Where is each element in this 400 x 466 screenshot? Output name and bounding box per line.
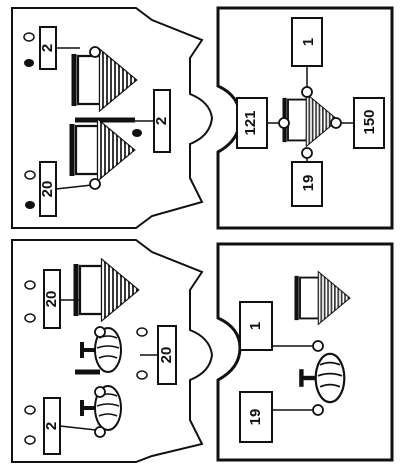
panel-bottom-left xyxy=(12,240,212,462)
counter-label: 20 xyxy=(40,169,56,209)
counter-label: 20 xyxy=(44,279,60,319)
node-icon xyxy=(95,427,105,437)
node-icon xyxy=(313,405,323,415)
counter-label: 19 xyxy=(301,163,317,203)
counter-label: 150 xyxy=(362,102,378,142)
counter-label: 1 xyxy=(248,306,264,346)
counter-label: 2 xyxy=(154,101,170,141)
node-icon xyxy=(279,118,289,128)
node-icon xyxy=(302,148,312,158)
node-icon xyxy=(313,341,323,351)
counter-label: 19 xyxy=(248,397,264,437)
counter-label: 121 xyxy=(243,103,259,143)
lamp-filled-icon xyxy=(25,201,35,209)
node-icon xyxy=(95,327,105,337)
node-icon xyxy=(90,179,100,189)
node-icon xyxy=(302,87,312,97)
node-icon xyxy=(95,387,105,397)
lamp-filled-icon xyxy=(132,129,142,137)
lamp-filled-icon xyxy=(24,59,34,67)
node-icon xyxy=(331,118,341,128)
panel-bottom-right xyxy=(218,244,392,460)
counter-label: 2 xyxy=(40,28,56,68)
counter-label: 1 xyxy=(301,22,317,62)
counter-label: 20 xyxy=(159,335,175,375)
node-icon xyxy=(90,47,100,57)
counter-label: 2 xyxy=(44,406,60,446)
